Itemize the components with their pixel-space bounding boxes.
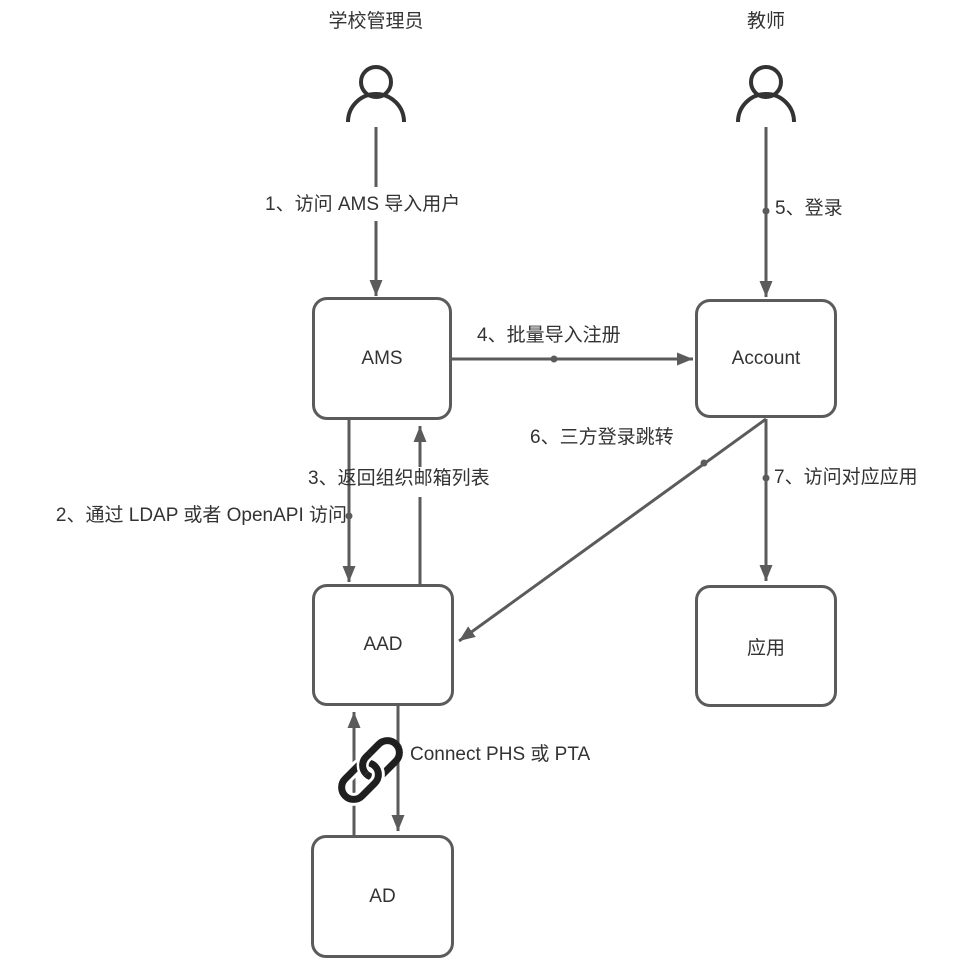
node-account-label: Account [731,347,801,369]
actor-title-school-admin: 学校管理员 [328,11,424,32]
node-app-label: 应用 [746,637,785,659]
edge-label-6: 6、三方登录跳转 [530,427,674,448]
edge-label-3: 3、返回组织邮箱列表 [308,468,490,489]
edge-label-5: 5、登录 [775,198,843,219]
school-admin-person-icon [346,65,406,123]
edge-label-4: 4、批量导入注册 [477,325,621,346]
edge-anchor-dots [345,207,770,520]
edge-label-1: 1、访问 AMS 导入用户 [265,194,461,215]
chain-link-icon [335,737,403,806]
edge-label-connect: Connect PHS 或 PTA [410,744,591,765]
edge-label-2: 2、通过 LDAP 或者 OpenAPI 访问 [55,505,347,526]
node-aad: AAD [312,584,454,706]
node-app: 应用 [695,585,837,707]
node-ams-label: AMS [361,347,403,369]
node-ad-label: AD [369,885,396,907]
node-account: Account [695,299,837,418]
node-ams: AMS [312,297,452,420]
node-ad: AD [311,835,454,958]
actor-title-teacher: 教师 [746,11,785,32]
edge-label-7: 7、访问对应应用 [774,467,918,488]
edge-account-to-aad [458,417,767,643]
node-aad-label: AAD [363,634,403,655]
teacher-person-icon [736,65,796,123]
